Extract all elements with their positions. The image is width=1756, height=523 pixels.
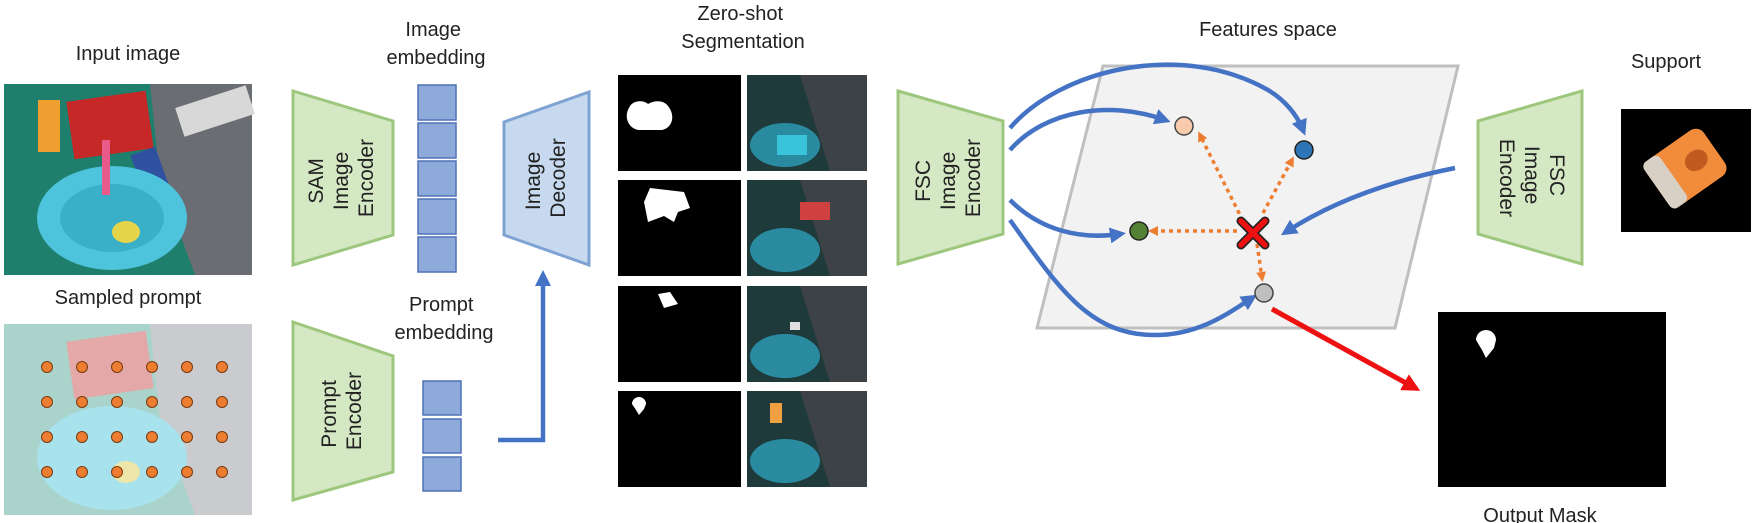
overlay-background bbox=[800, 75, 867, 171]
prompt-point bbox=[216, 361, 228, 373]
overlay-background bbox=[800, 286, 867, 382]
prompt-embedding-label: Prompt embedding bbox=[395, 294, 494, 344]
output-arrow bbox=[1270, 306, 1421, 391]
prompt-point bbox=[146, 361, 158, 373]
support-feature-arrow bbox=[1280, 165, 1456, 236]
prompt-embedding-block bbox=[422, 380, 462, 416]
distance-arrows bbox=[1148, 131, 1294, 282]
image-embedding-block bbox=[417, 122, 457, 159]
prompt-point bbox=[41, 396, 53, 408]
prompt-point bbox=[146, 431, 158, 443]
prompt-encoder bbox=[291, 319, 395, 502]
feature-point-blue bbox=[1294, 140, 1314, 160]
prompt-point bbox=[41, 361, 53, 373]
segmentation-mask bbox=[618, 286, 741, 382]
fsc-image-encoder-left bbox=[896, 89, 1005, 266]
prompt-point bbox=[216, 466, 228, 478]
prompt-point bbox=[111, 361, 123, 373]
feature-arrow-gray bbox=[1008, 218, 1258, 338]
prompt-point bbox=[41, 466, 53, 478]
feature-point-peach bbox=[1174, 116, 1194, 136]
segmentation-grid bbox=[618, 75, 867, 487]
image-embedding-block bbox=[417, 160, 457, 197]
overlay-highlight bbox=[800, 202, 830, 220]
overlay-highlight bbox=[770, 403, 782, 423]
overlay-bowl bbox=[750, 228, 820, 272]
prompt-point bbox=[216, 431, 228, 443]
feature-point-gray bbox=[1254, 283, 1274, 303]
mask-region bbox=[632, 397, 646, 415]
mask-region bbox=[626, 101, 673, 130]
support-label: Support bbox=[1631, 51, 1701, 73]
prompt-point bbox=[76, 431, 88, 443]
overlay-bowl bbox=[750, 334, 820, 378]
fsc-image-encoder-right bbox=[1476, 89, 1584, 266]
prompt-point bbox=[111, 396, 123, 408]
prompt-point bbox=[111, 431, 123, 443]
prompt-point bbox=[41, 431, 53, 443]
support-prototype-cross bbox=[1236, 216, 1270, 250]
prompt-point bbox=[216, 396, 228, 408]
sam-image-encoder bbox=[291, 88, 395, 268]
prompt-point bbox=[76, 361, 88, 373]
input-image bbox=[4, 84, 255, 275]
prompt-point bbox=[146, 466, 158, 478]
image-embedding-block bbox=[417, 198, 457, 235]
support-image bbox=[1621, 109, 1751, 232]
zero-shot-segmentation-label: Zero-shot Segmentation bbox=[681, 3, 804, 53]
mask-region bbox=[658, 292, 678, 308]
image-embedding-block bbox=[417, 84, 457, 121]
image-embedding-label: Image embedding bbox=[387, 19, 486, 69]
feature-point-green bbox=[1129, 221, 1149, 241]
prompt-point bbox=[76, 396, 88, 408]
output-mask-label: Output Mask bbox=[1483, 505, 1597, 523]
prompt-to-decoder-arrow bbox=[498, 270, 551, 443]
fsc-encoder-right-label: FSC Image Encoder bbox=[1495, 139, 1568, 217]
image-embedding-block bbox=[417, 236, 457, 273]
prompt-point bbox=[146, 396, 158, 408]
input-image-label: Input image bbox=[76, 43, 181, 65]
prompt-point bbox=[181, 466, 193, 478]
prompt-embedding-block bbox=[422, 456, 462, 492]
prompt-point-grid bbox=[41, 361, 228, 478]
overlay-highlight bbox=[790, 322, 800, 330]
fsc-encoder-left-label: FSC Image Encoder bbox=[912, 139, 985, 217]
feature-arrow-green bbox=[1008, 198, 1126, 244]
feature-plane bbox=[1035, 64, 1460, 330]
output-mask bbox=[1438, 312, 1666, 487]
prompt-point bbox=[181, 431, 193, 443]
features-space-label: Features space bbox=[1199, 19, 1337, 41]
overlay-bowl bbox=[750, 439, 820, 483]
mask-region bbox=[644, 188, 690, 222]
feature-arrow-peach bbox=[1008, 107, 1171, 152]
prompt-point bbox=[76, 466, 88, 478]
prompt-encoder-label: Prompt Encoder bbox=[318, 372, 366, 450]
prompt-embedding-block bbox=[422, 418, 462, 454]
sam-encoder-label: SAM Image Encoder bbox=[305, 139, 378, 217]
feature-arrow-top bbox=[1008, 62, 1307, 136]
overlay-highlight bbox=[777, 135, 807, 155]
prompt-point bbox=[111, 466, 123, 478]
overlay-background bbox=[800, 391, 867, 487]
prompt-point bbox=[181, 361, 193, 373]
sampled-prompt-image bbox=[4, 324, 252, 515]
image-decoder-label: Image Decoder bbox=[522, 138, 570, 217]
image-decoder bbox=[502, 89, 591, 268]
sampled-prompt-label: Sampled prompt bbox=[55, 287, 202, 309]
prompt-point bbox=[181, 396, 193, 408]
image-embedding-stack bbox=[417, 84, 457, 273]
prompt-embedding-stack bbox=[422, 380, 462, 492]
